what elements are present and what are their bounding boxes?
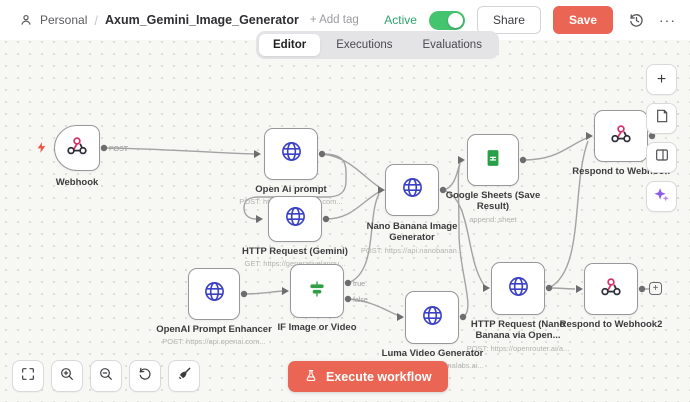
- note-icon: [654, 108, 670, 129]
- input-ports[interactable]: [254, 132, 593, 321]
- zoom-in-icon: [59, 366, 75, 387]
- tab-executions[interactable]: Executions: [336, 39, 393, 51]
- save-button[interactable]: Save: [552, 6, 613, 34]
- workspace-name[interactable]: Personal: [40, 13, 88, 27]
- edge-labels: POST true false: [109, 146, 368, 304]
- node-openai-prompt-enhancer[interactable]: [188, 268, 240, 320]
- zoom-out-button[interactable]: [90, 360, 122, 392]
- more-menu-button[interactable]: ···: [659, 12, 676, 28]
- node-open-ai-prompt[interactable]: [264, 128, 318, 180]
- if-true-label: true: [353, 281, 365, 288]
- node-http-request-nano-banana[interactable]: [491, 262, 545, 315]
- output-ports[interactable]: [100, 132, 656, 321]
- webhook-output-label: POST: [109, 146, 129, 153]
- globe-icon: [280, 140, 303, 168]
- zoom-out-icon: [98, 366, 114, 387]
- sheets-icon: [483, 148, 503, 173]
- tab-editor[interactable]: Editor: [259, 34, 321, 56]
- add-node-button[interactable]: +: [646, 64, 677, 95]
- node-luma-video-generator[interactable]: [405, 291, 459, 344]
- breadcrumb: Personal / Axum_Gemini_Image_Generator +…: [18, 13, 359, 28]
- node-google-sheets[interactable]: [467, 134, 519, 186]
- undo-icon: [137, 366, 153, 387]
- view-tabs: Editor Executions Evaluations: [256, 31, 499, 59]
- node-http-request-gemini[interactable]: [268, 196, 322, 242]
- globe-icon: [203, 280, 226, 308]
- globe-icon: [507, 275, 530, 303]
- fit-view-icon: [20, 366, 36, 387]
- respond-webhook-icon: [610, 123, 632, 150]
- trigger-bolt-icon: [35, 140, 48, 160]
- active-toggle[interactable]: [428, 10, 465, 30]
- execute-workflow-label: Execute workflow: [326, 369, 432, 384]
- zoom-in-button[interactable]: [51, 360, 83, 392]
- node-respond-to-webhook[interactable]: [594, 110, 648, 162]
- filter-icon: [307, 279, 327, 304]
- share-button[interactable]: Share: [476, 6, 541, 34]
- fit-view-button[interactable]: [12, 360, 44, 392]
- node-webhook[interactable]: [54, 125, 100, 171]
- globe-icon: [421, 304, 444, 332]
- active-label: Active: [384, 13, 417, 27]
- ai-assistant-button[interactable]: [646, 181, 677, 212]
- node-nano-banana-image-generator[interactable]: [385, 164, 439, 216]
- if-false-label: false: [353, 297, 368, 304]
- add-node-inline-button[interactable]: +: [649, 282, 662, 295]
- add-tag-button[interactable]: + Add tag: [309, 14, 359, 26]
- globe-icon: [401, 176, 424, 204]
- toggle-knob: [447, 12, 463, 28]
- respond-webhook-icon: [600, 276, 622, 303]
- tidy-up-button[interactable]: [168, 360, 200, 392]
- flask-icon: [304, 368, 318, 386]
- plus-icon: +: [656, 70, 667, 88]
- side-panel-button[interactable]: [646, 142, 677, 173]
- connection-wires: [103, 137, 649, 318]
- panel-icon: [654, 147, 670, 168]
- breadcrumb-separator: /: [94, 12, 98, 28]
- workflow-name[interactable]: Axum_Gemini_Image_Generator: [105, 13, 299, 27]
- sticky-note-button[interactable]: [646, 103, 677, 134]
- tidy-up-icon: [176, 366, 192, 387]
- canvas-bottom-toolbar: [12, 360, 200, 392]
- canvas-right-toolbar: +: [646, 64, 677, 215]
- globe-icon: [284, 205, 307, 233]
- node-if-image-or-video[interactable]: [290, 264, 344, 318]
- tab-evaluations[interactable]: Evaluations: [422, 39, 482, 51]
- sparkle-icon: [653, 186, 670, 208]
- execute-workflow-button[interactable]: Execute workflow: [288, 361, 448, 392]
- history-icon[interactable]: [625, 9, 647, 31]
- node-respond-to-webhook2[interactable]: [584, 263, 638, 315]
- undo-button[interactable]: [129, 360, 161, 392]
- webhook-icon: [66, 135, 88, 162]
- person-icon: [18, 13, 33, 28]
